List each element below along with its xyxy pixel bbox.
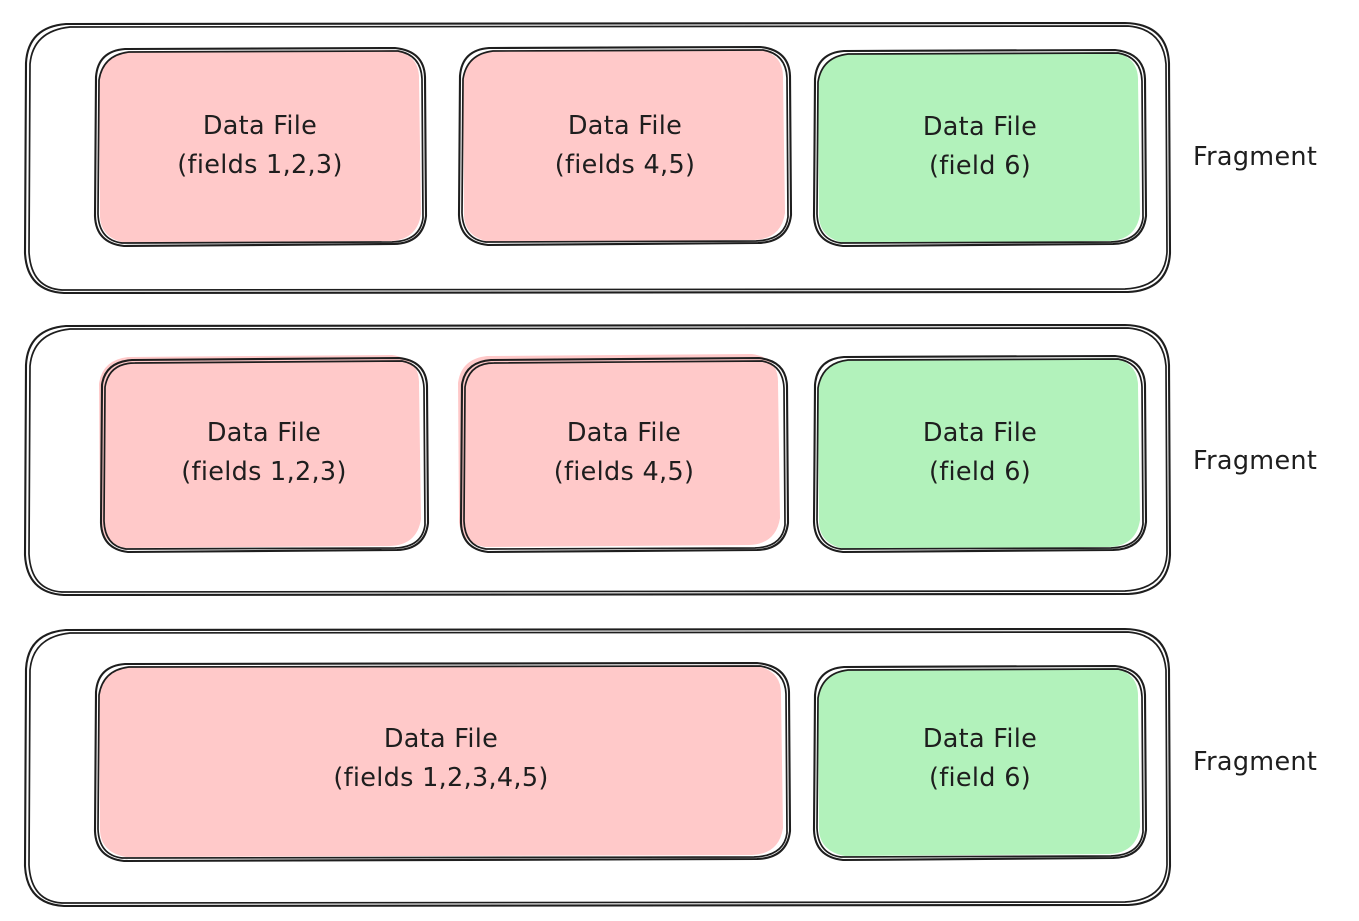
data-file-box[interactable]: Data File (field 6)	[812, 48, 1148, 248]
data-file-label-line2: (field 6)	[929, 151, 1031, 181]
data-file-label-line2: (fields 4,5)	[554, 457, 694, 487]
fragment-row-3[interactable]: Data File (fields 1,2,3,4,5) Data File (…	[23, 627, 1317, 908]
fragment-row-1[interactable]: Data File (fields 1,2,3) Data File (fiel…	[23, 21, 1317, 295]
data-file-label-line1: Data File	[923, 112, 1037, 142]
fragment-label: Fragment	[1193, 446, 1317, 476]
fragment-container-2[interactable]	[23, 323, 1172, 597]
fragment-container-1[interactable]	[23, 21, 1172, 295]
data-file-box[interactable]: Data File (fields 1,2,3)	[93, 46, 428, 248]
data-file-label-line1: Data File	[207, 418, 321, 448]
data-file-label-line1: Data File	[567, 418, 681, 448]
fragment-row-2[interactable]: Data File (fields 1,2,3) Data File (fiel…	[23, 323, 1317, 597]
data-file-box[interactable]: Data File (fields 1,2,3,4,5)	[93, 661, 792, 863]
data-file-label-line2: (fields 1,2,3,4,5)	[333, 763, 548, 793]
data-file-label-line2: (field 6)	[929, 457, 1031, 487]
data-file-box[interactable]: Data File (field 6)	[812, 354, 1148, 554]
data-file-label-line1: Data File	[568, 111, 682, 141]
data-file-label-line1: Data File	[923, 418, 1037, 448]
fragment-label: Fragment	[1193, 747, 1317, 777]
data-file-box[interactable]: Data File (fields 4,5)	[457, 45, 793, 247]
data-file-box[interactable]: Data File (field 6)	[812, 664, 1148, 862]
data-file-label-line2: (field 6)	[929, 763, 1031, 793]
data-file-label-line2: (fields 4,5)	[555, 150, 695, 180]
data-file-label-line1: Data File	[384, 724, 498, 754]
data-file-label-line2: (fields 1,2,3)	[181, 457, 346, 487]
fragment-label: Fragment	[1193, 142, 1317, 172]
data-file-label-line2: (fields 1,2,3)	[177, 150, 342, 180]
data-file-label-line1: Data File	[203, 111, 317, 141]
data-file-box[interactable]: Data File (fields 1,2,3)	[99, 355, 430, 554]
data-file-box[interactable]: Data File (fields 4,5)	[458, 354, 790, 554]
data-file-label-line1: Data File	[923, 724, 1037, 754]
fragment-container-3[interactable]	[23, 627, 1172, 908]
